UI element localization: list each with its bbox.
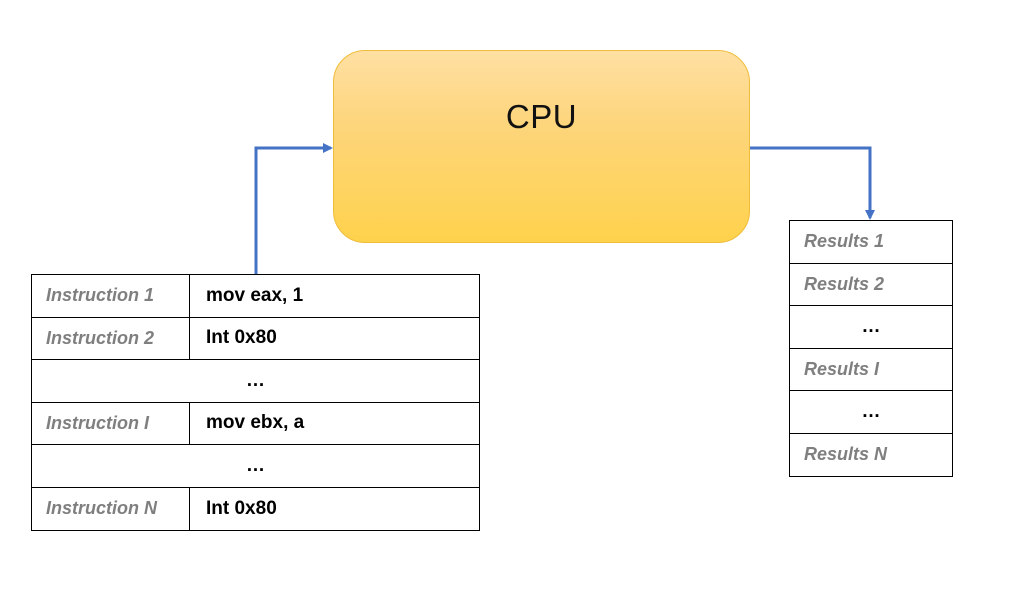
instruction-table: Instruction 1 mov eax, 1 Instruction 2 I… xyxy=(31,274,480,531)
output-arrow xyxy=(750,146,875,220)
instruction-row: Instruction 1 mov eax, 1 xyxy=(32,275,479,318)
instruction-ellipsis-row: … xyxy=(32,360,479,403)
results-ellipsis-row: … xyxy=(790,306,952,349)
instruction-name: Instruction I xyxy=(32,402,190,444)
instruction-code: mov ebx, a xyxy=(206,412,305,434)
cpu-label: CPU xyxy=(505,97,578,135)
instruction-row: Instruction I mov ebx, a xyxy=(32,402,479,445)
instruction-row: Instruction N Int 0x80 xyxy=(32,487,479,530)
instruction-ellipsis-row: … xyxy=(32,445,479,488)
results-row: Results N xyxy=(804,444,888,465)
input-arrow xyxy=(254,143,333,274)
instruction-code: Int 0x80 xyxy=(206,497,277,519)
instruction-code: Int 0x80 xyxy=(206,327,277,349)
instruction-name: Instruction N xyxy=(32,487,190,530)
instruction-name: Instruction 2 xyxy=(32,317,190,359)
cpu-block: CPU xyxy=(333,50,750,243)
instruction-code: mov eax, 1 xyxy=(206,284,304,306)
results-row: Results 1 xyxy=(790,221,952,264)
instruction-name: Instruction 1 xyxy=(32,275,190,317)
results-table: Results 1 Results 2 … Results I … Result… xyxy=(789,220,953,477)
results-row: Results I xyxy=(790,349,952,391)
results-row: Results 2 xyxy=(790,264,952,306)
instruction-row: Instruction 2 Int 0x80 xyxy=(32,317,479,360)
results-ellipsis-row: … xyxy=(790,391,952,434)
